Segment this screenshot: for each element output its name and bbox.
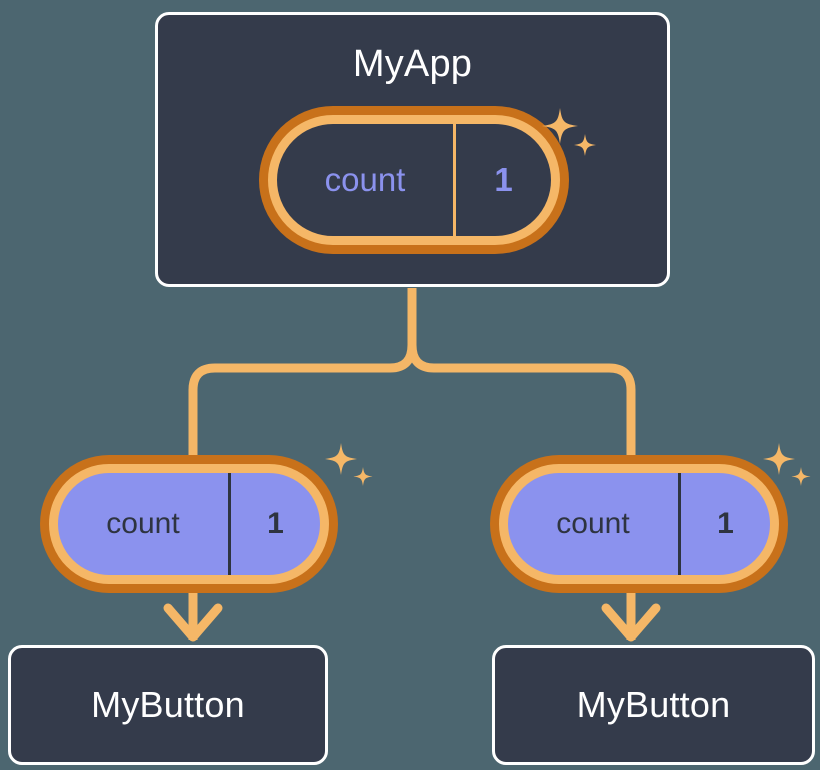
state-pill-name: count bbox=[324, 161, 406, 198]
component-title-mybutton: MyButton bbox=[576, 684, 731, 725]
state-pill-value: 1 bbox=[678, 473, 770, 575]
arrow-down-icon-left bbox=[163, 603, 223, 642]
state-pill-name: count bbox=[556, 507, 630, 540]
wire-branch-right bbox=[407, 340, 636, 475]
component-title-myapp: MyApp bbox=[352, 43, 473, 85]
state-pill-body: count 1 bbox=[49, 464, 329, 584]
state-pill-body: count 1 bbox=[268, 115, 560, 245]
wire-branch-left bbox=[188, 340, 417, 475]
component-title-mybutton: MyButton bbox=[91, 684, 245, 725]
component-box-mybutton-left[interactable]: MyButton bbox=[8, 645, 328, 765]
component-box-mybutton-right[interactable]: MyButton bbox=[492, 645, 815, 765]
sparkle-icon-child-left bbox=[322, 440, 378, 496]
state-pill-value: 1 bbox=[453, 124, 551, 236]
state-pill-body: count 1 bbox=[499, 464, 779, 584]
state-pill-value: 1 bbox=[228, 473, 320, 575]
state-pill-name: count bbox=[106, 507, 180, 540]
arrow-down-icon-right bbox=[601, 603, 661, 642]
